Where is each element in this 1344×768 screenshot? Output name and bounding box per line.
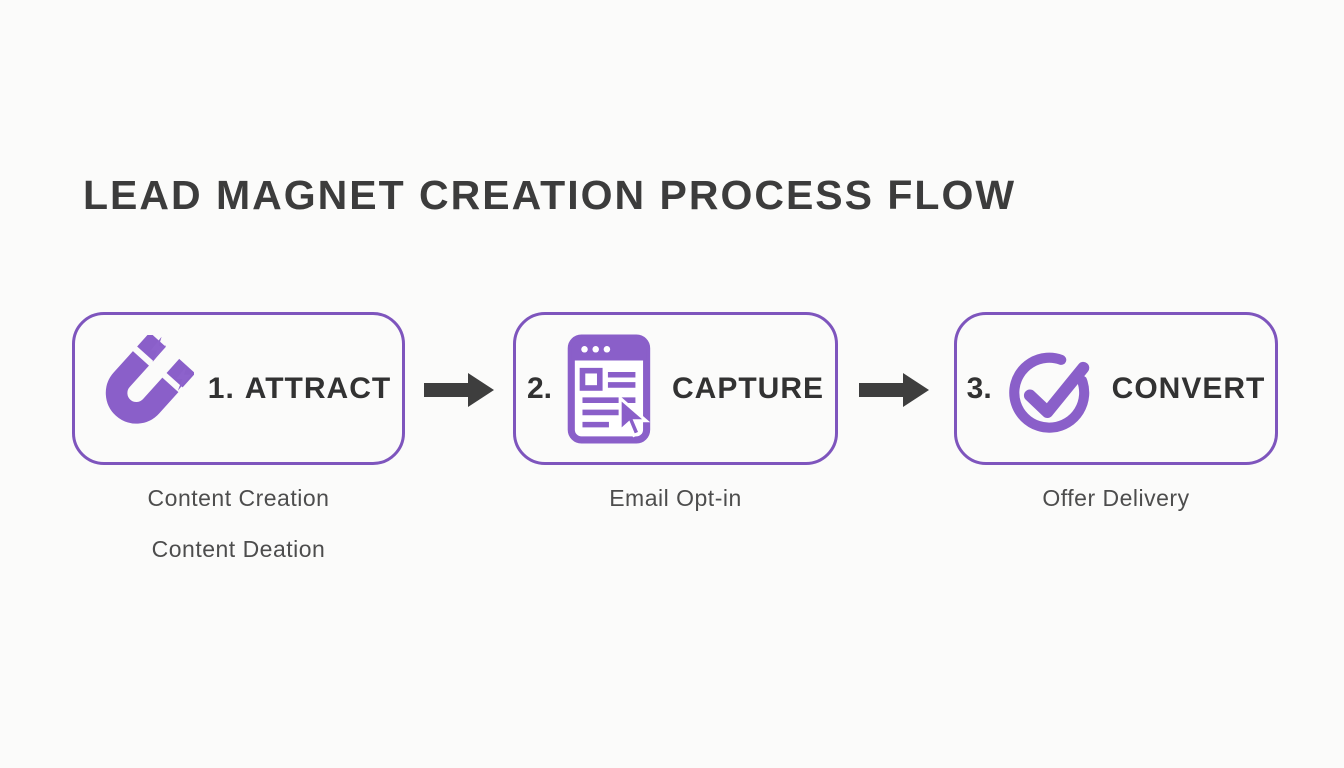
step-capture: 2. CAPTURE: [513, 312, 838, 536]
step-name: CAPTURE: [672, 371, 825, 405]
sublabel: Content Creation: [147, 485, 330, 511]
step-label-attract: 1. ATTRACT: [208, 372, 391, 406]
step-label-capture: CAPTURE: [672, 372, 824, 406]
step-number: 3.: [966, 371, 992, 405]
step-number: 2.: [526, 371, 552, 405]
step-sublabels: Content Creation Content Deation: [72, 485, 405, 563]
step-sublabels: Email Opt-in: [513, 485, 838, 512]
step-attract: 1. ATTRACT Content Creation Content Deat…: [72, 312, 405, 587]
step-box-attract: 1. ATTRACT: [72, 312, 405, 465]
step-label-convert: CONVERT: [1112, 372, 1266, 406]
step-convert: 3. CONVERT Offer Delivery: [954, 312, 1278, 536]
right-arrow-icon: [424, 370, 496, 410]
step-box-capture: 2. CAPTURE: [513, 312, 838, 465]
step-box-convert: 3. CONVERT: [954, 312, 1278, 465]
right-arrow-icon: [859, 370, 931, 410]
step-number: 1.: [207, 371, 235, 405]
page-title: LEAD MAGNET CREATION PROCESS FLOW: [83, 172, 1017, 218]
sublabel: Content Deation: [151, 536, 326, 562]
check-circle-icon: [1006, 343, 1098, 435]
sublabel: Offer Delivery: [1042, 485, 1190, 511]
magnet-icon: [86, 334, 194, 443]
step-name: ATTRACT: [244, 371, 392, 405]
step-sublabels: Offer Delivery: [954, 485, 1278, 512]
optin-form-icon: [566, 333, 658, 445]
sublabel: Email Opt-in: [609, 485, 742, 511]
step-name: CONVERT: [1111, 371, 1266, 405]
